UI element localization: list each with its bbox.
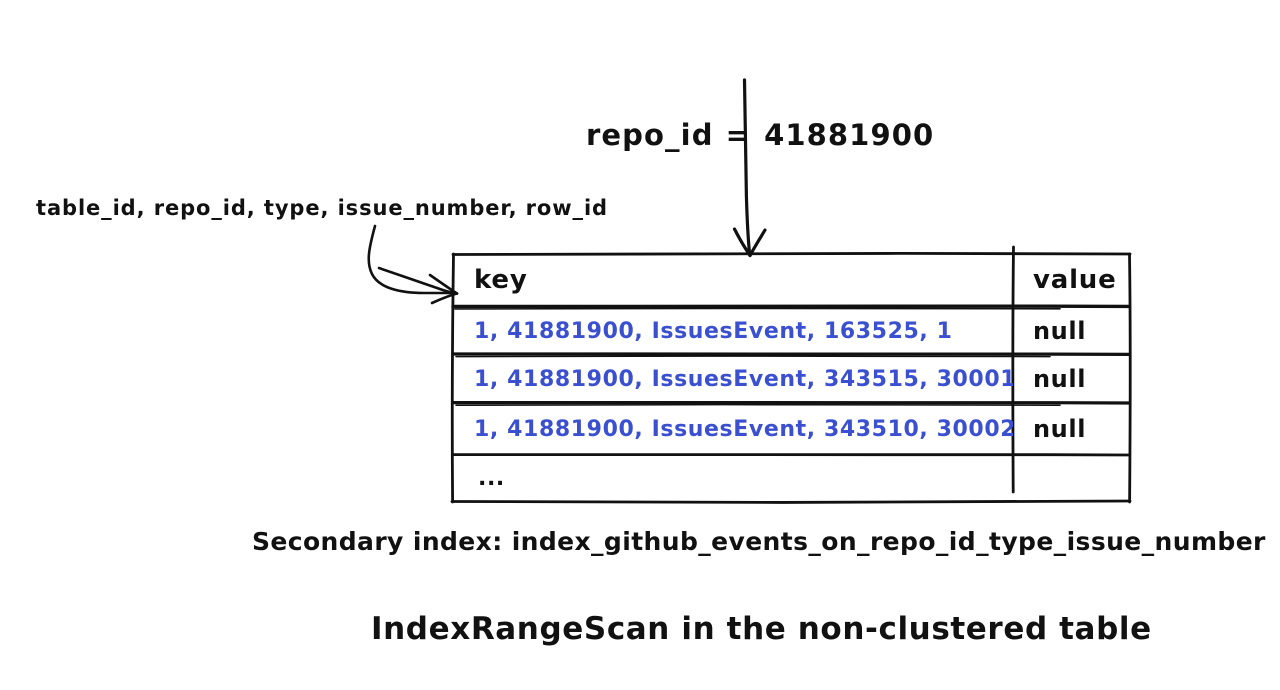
table-row[interactable]: ... [452, 455, 1130, 502]
table-row[interactable]: 1, 41881900, IssuesEvent, 343510, 30002 … [452, 403, 1130, 455]
column-header-value: value [1033, 265, 1117, 295]
cell-value: null [1033, 317, 1087, 345]
cell-key: 1, 41881900, IssuesEvent, 343515, 30001 [474, 366, 1013, 392]
cell-value: null [1033, 415, 1087, 443]
cell-value: null [1033, 365, 1087, 393]
figure-title: IndexRangeScan in the non-clustered tabl… [371, 611, 1152, 647]
table-border [450, 245, 1132, 504]
filter-operator: = [713, 118, 765, 152]
column-header-key: key [474, 265, 528, 295]
cell-key-ellipsis: ... [478, 466, 505, 491]
table-row[interactable]: 1, 41881900, IssuesEvent, 343515, 30001 … [452, 355, 1130, 403]
index-caption: Secondary index: index_github_events_on_… [252, 527, 1266, 556]
table-row[interactable]: 1, 41881900, IssuesEvent, 163525, 1 null [452, 307, 1130, 355]
table-header-row: key value [452, 253, 1130, 307]
filter-value: 41881900 [764, 118, 935, 152]
filter-field: repo_id [586, 118, 714, 152]
cell-key: 1, 41881900, IssuesEvent, 343510, 30002 [474, 416, 1013, 442]
cell-key: 1, 41881900, IssuesEvent, 163525, 1 [474, 318, 953, 344]
table-row-separators [451, 304, 1131, 457]
filter-annotation: repo_id = 41881900 [586, 118, 934, 152]
key-columns-annotation: table_id, repo_id, type, issue_number, r… [36, 196, 608, 220]
down-arrow-icon [732, 78, 767, 258]
curved-arrow-icon [367, 224, 459, 305]
index-table: key value 1, 41881900, IssuesEvent, 1635… [452, 253, 1130, 502]
